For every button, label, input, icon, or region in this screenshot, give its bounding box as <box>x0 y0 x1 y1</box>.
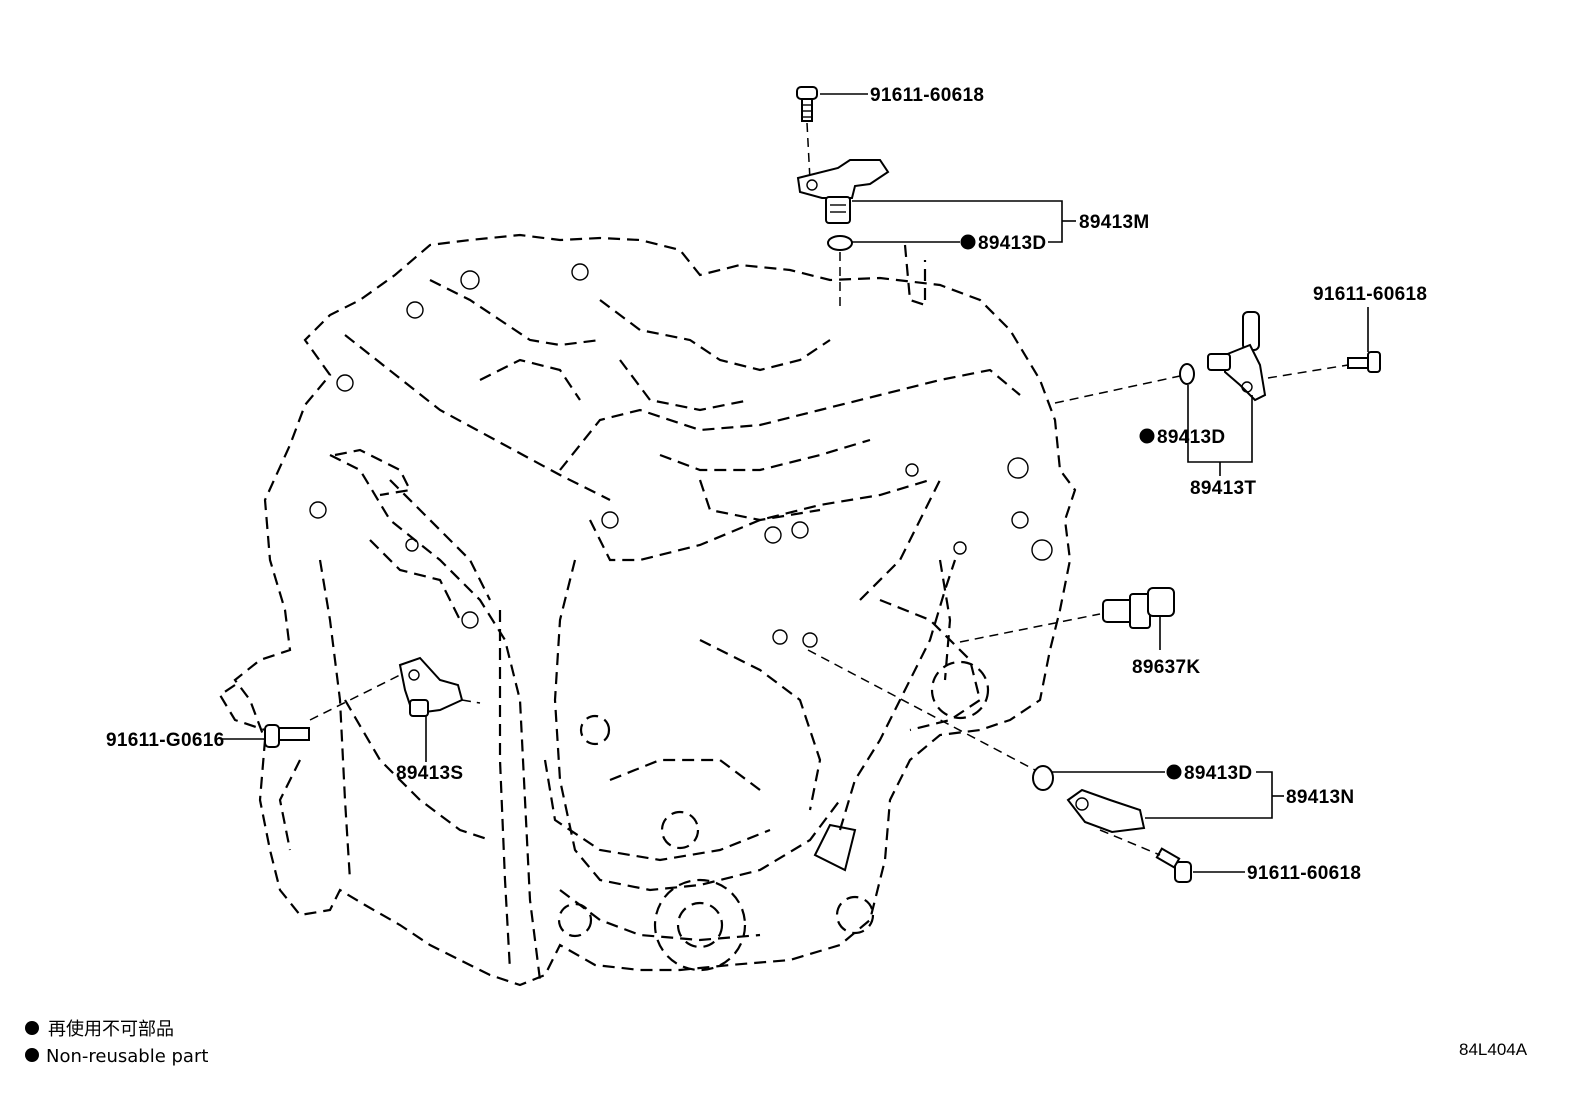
legend-dot-icon <box>25 1021 39 1035</box>
legend-dot-icon <box>25 1048 39 1062</box>
o-ring-top-icon <box>827 235 853 251</box>
bolt-right-icon <box>1347 351 1381 373</box>
speed-sensor-top-icon <box>796 159 890 224</box>
label-bolt-bottom[interactable]: 91611-60618 <box>1247 863 1361 884</box>
temperature-sensor-icon <box>1102 587 1175 629</box>
legend: 再使用不可部品 Non-reusable part <box>25 1019 208 1067</box>
label-oring-m[interactable]: 89413D <box>978 233 1046 254</box>
leader-lines <box>221 93 1369 873</box>
o-ring-bottom-icon <box>1032 765 1054 791</box>
speed-sensor-left-icon <box>398 656 464 717</box>
label-sensor-m[interactable]: 89413M <box>1079 212 1149 233</box>
speed-sensor-right-icon <box>1207 311 1267 402</box>
label-oring-n[interactable]: 89413D <box>1184 763 1252 784</box>
label-sensor-n[interactable]: 89413N <box>1286 787 1354 808</box>
bolt-left-icon <box>264 724 310 748</box>
label-bolt-right[interactable]: 91611-60618 <box>1313 284 1427 305</box>
o-ring-right-icon <box>1179 363 1195 385</box>
legend-text-en: Non-reusable part <box>46 1046 208 1067</box>
non-reusable-dot-icon <box>960 234 976 250</box>
label-bolt-top[interactable]: 91611-60618 <box>870 85 984 106</box>
transaxle-housing <box>218 233 1077 987</box>
legend-text-jp: 再使用不可部品 <box>48 1019 174 1040</box>
label-oring-t[interactable]: 89413D <box>1157 427 1225 448</box>
label-sensor-k[interactable]: 89637K <box>1132 657 1200 678</box>
non-reusable-dot-icon <box>1166 764 1182 780</box>
diagram-code: 84L404A <box>1459 1040 1528 1059</box>
label-bolt-left[interactable]: 91611-G0616 <box>106 730 224 751</box>
bolt-bottom-icon <box>1155 847 1192 883</box>
speed-sensor-bottom-icon <box>1066 788 1146 834</box>
label-sensor-t[interactable]: 89413T <box>1190 478 1256 499</box>
housing-outline <box>233 233 1077 987</box>
label-sensor-s[interactable]: 89413S <box>396 763 463 784</box>
non-reusable-dot-icon <box>1139 428 1155 444</box>
bolt-top-icon <box>796 86 818 122</box>
